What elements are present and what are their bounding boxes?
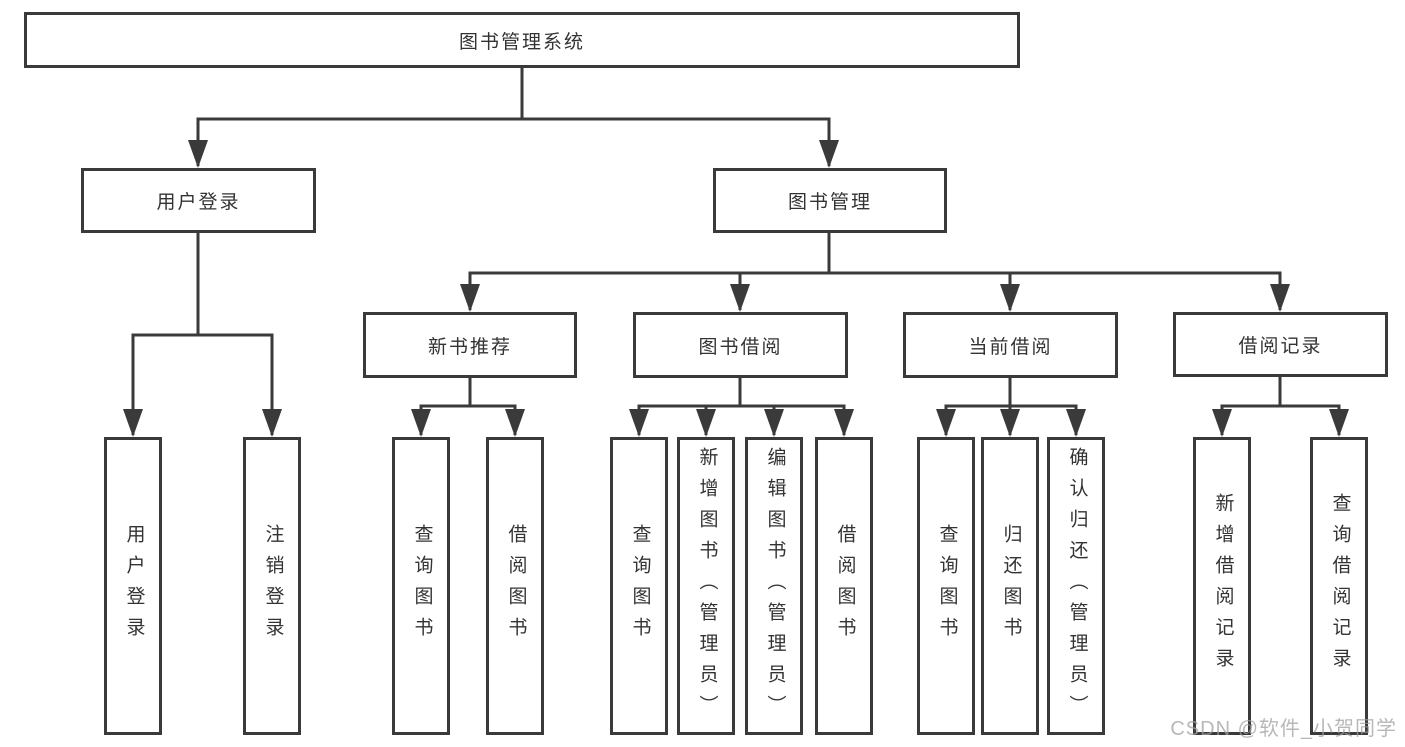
leaf-borrowing-add-books-admin-label: 新增图书（管理员）	[696, 446, 718, 726]
csdn-watermark: CSDN @软件_小贺同学	[1170, 718, 1397, 740]
leaf-newbook-query-books: 查询图书	[392, 437, 450, 735]
arrow-newbook-borrow	[505, 409, 525, 437]
leaf-user-login-label: 用户登录	[123, 524, 145, 648]
arrow-mgmt-current	[1000, 284, 1020, 312]
leaf-records-add-record: 新增借阅记录	[1193, 437, 1251, 735]
arrow-root-mgmt	[819, 140, 839, 168]
arrow-current-return	[1000, 409, 1020, 437]
arrow-login-user	[123, 409, 143, 437]
arrow-records-add	[1212, 409, 1232, 437]
arrow-newbook-query	[411, 409, 431, 437]
leaf-borrowing-add-books-admin: 新增图书（管理员）	[677, 437, 735, 735]
arrow-current-query	[936, 409, 956, 437]
arrow-borrow-borrow	[834, 409, 854, 437]
node-current-borrowing-label: 当前借阅	[968, 336, 1053, 358]
node-root-label: 图书管理系统	[458, 31, 585, 53]
arrow-root-login	[188, 140, 208, 168]
leaf-borrowing-query-books: 查询图书	[610, 437, 668, 735]
leaf-borrowing-query-books-label: 查询图书	[629, 524, 651, 648]
leaf-records-add-record-label: 新增借阅记录	[1212, 493, 1234, 679]
arrow-borrow-query	[629, 409, 649, 437]
leaf-borrowing-edit-books-admin-label: 编辑图书（管理员）	[764, 446, 786, 726]
leaf-borrowing-borrow-books: 借阅图书	[815, 437, 873, 735]
node-borrowing-records: 借阅记录	[1173, 312, 1388, 377]
node-book-borrowing: 图书借阅	[633, 312, 848, 378]
leaf-borrowing-edit-books-admin: 编辑图书（管理员）	[745, 437, 803, 735]
leaf-user-login: 用户登录	[104, 437, 162, 735]
node-user-login: 用户登录	[81, 168, 316, 233]
node-root: 图书管理系统	[24, 12, 1020, 68]
leaf-records-query-record-label: 查询借阅记录	[1329, 493, 1351, 679]
arrow-mgmt-borrow	[730, 284, 750, 312]
arrow-records-query	[1329, 409, 1349, 437]
node-new-book-recommend-label: 新书推荐	[427, 336, 512, 358]
leaf-current-query-books: 查询图书	[917, 437, 975, 735]
node-current-borrowing: 当前借阅	[903, 312, 1118, 378]
node-book-borrowing-label: 图书借阅	[698, 336, 783, 358]
leaf-current-query-books-label: 查询图书	[936, 524, 958, 648]
node-book-management-label: 图书管理	[787, 192, 872, 213]
leaf-newbook-query-books-label: 查询图书	[411, 524, 433, 648]
leaf-logout: 注销登录	[243, 437, 301, 735]
leaf-current-return-books-label: 归还图书	[1000, 524, 1022, 648]
leaf-borrowing-borrow-books-label: 借阅图书	[834, 524, 856, 648]
arrow-borrow-add	[696, 409, 716, 437]
arrow-mgmt-newbook	[460, 284, 480, 312]
arrow-borrow-edit	[764, 409, 784, 437]
leaf-logout-label: 注销登录	[262, 524, 284, 648]
leaf-current-return-books: 归还图书	[981, 437, 1039, 735]
leaf-newbook-borrow-books-label: 借阅图书	[505, 524, 527, 648]
node-book-management: 图书管理	[713, 168, 947, 233]
node-borrowing-records-label: 借阅记录	[1238, 336, 1323, 357]
arrow-login-logout	[262, 409, 282, 437]
arrow-mgmt-records	[1270, 284, 1290, 312]
node-new-book-recommend: 新书推荐	[363, 312, 577, 378]
leaf-newbook-borrow-books: 借阅图书	[486, 437, 544, 735]
leaf-current-confirm-return-admin-label: 确认归还（管理员）	[1066, 446, 1088, 726]
leaf-records-query-record: 查询借阅记录	[1310, 437, 1368, 735]
leaf-current-confirm-return-admin: 确认归还（管理员）	[1047, 437, 1105, 735]
node-user-login-label: 用户登录	[156, 192, 241, 213]
arrow-current-confirm	[1066, 409, 1086, 437]
